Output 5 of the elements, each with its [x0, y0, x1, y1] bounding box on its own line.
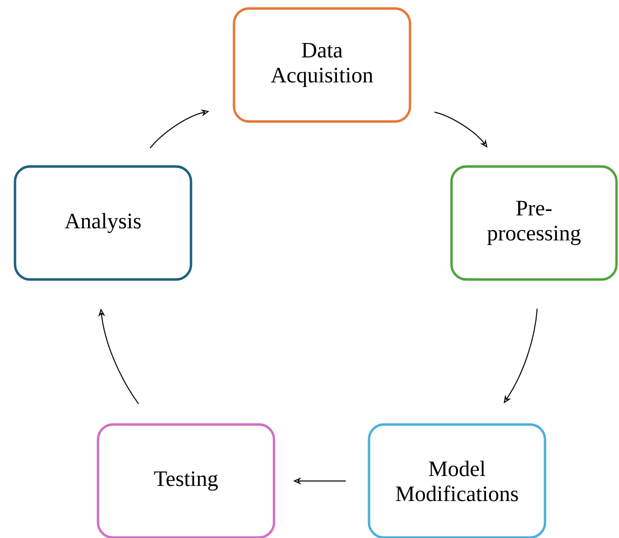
- process-box: Testing: [96, 423, 276, 538]
- process-box: Data Acquisition: [232, 7, 412, 123]
- process-box: Analysis: [14, 165, 192, 281]
- process-box: Pre-processing: [450, 165, 618, 281]
- process-box: Model Modifications: [368, 423, 546, 538]
